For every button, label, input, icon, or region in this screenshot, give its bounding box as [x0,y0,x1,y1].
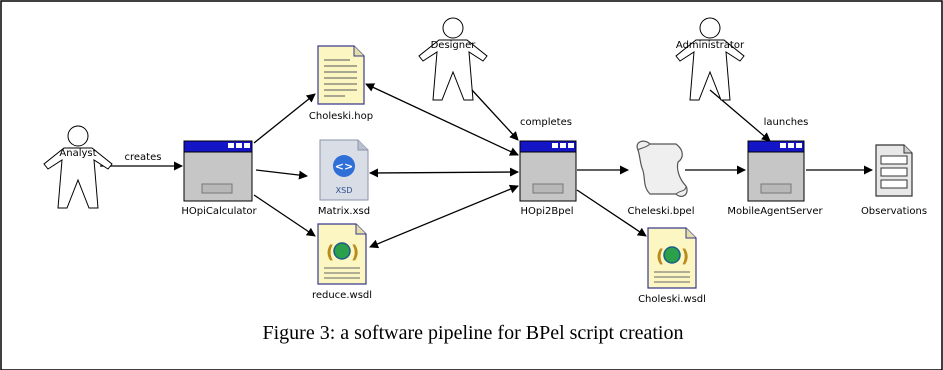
actor-analyst-label: Analyst [59,148,96,159]
actor-designer-icon [418,17,488,101]
hopicalculator-window-icon [183,140,253,202]
file-observations-label: Observations [861,206,927,217]
actor-administrator-label: Administrator [676,40,745,51]
component-hopicalculator-label: HOpiCalculator [181,206,257,217]
svg-text:(: ( [656,246,664,267]
file-reduce-wsdl-label: reduce.wsdl [312,290,372,301]
hopi2bpel-window-icon [519,140,577,202]
edge-choleski-hop-hopi2bpel [365,83,519,156]
edge-hopicalculator-reduce-wsdl [253,194,316,237]
edge-hopicalculator-matrix-xsd [255,169,308,180]
file-choleski-hop-label: Choleski.hop [309,111,373,122]
svg-text:): ) [351,242,359,263]
edge-label-completes: completes [520,117,572,128]
edge-administrator-mobileagentserver [709,89,771,142]
actor-administrator-icon [675,17,745,101]
edge-reduce-wsdl-hopi2bpel [369,184,519,249]
xsd-file-icon: <> XSD [319,139,369,201]
scroll-file-icon [636,140,688,198]
edge-hopicalculator-choleski-hop [253,93,316,144]
svg-text:(: ( [326,242,334,263]
edges [100,83,873,249]
report-document-icon [875,144,913,197]
figure-caption: Figure 3: a software pipeline for BPel s… [263,322,684,344]
file-choleski-wsdl-label: Choleski.wsdl [638,294,706,305]
component-hopi2bpel-label: HOpi2Bpel [520,206,573,217]
wsdl-file-icon-2: ( ) [647,227,697,289]
svg-text:): ) [681,246,689,267]
edge-designer-hopi2bpel [471,89,519,141]
edge-label-launches: launches [764,117,809,128]
svg-text:<>: <> [335,160,353,173]
mobileagentserver-window-icon [747,140,805,202]
file-cheleski-bpel-label: Cheleski.bpel [628,206,695,217]
actor-designer-label: Designer [431,40,477,51]
edge-label-creates: creates [125,152,162,163]
edge-hopi2bpel-choleski-wsdl [576,189,647,237]
file-matrix-xsd-label: Matrix.xsd [318,206,370,217]
edge-matrix-xsd-hopi2bpel [369,167,519,178]
xsd-badge: XSD [336,186,353,195]
text-document-icon [317,45,365,105]
actor-analyst-icon [43,125,113,209]
component-mobileagentserver-label: MobileAgentServer [727,206,823,217]
wsdl-file-icon: ( ) [317,223,367,285]
